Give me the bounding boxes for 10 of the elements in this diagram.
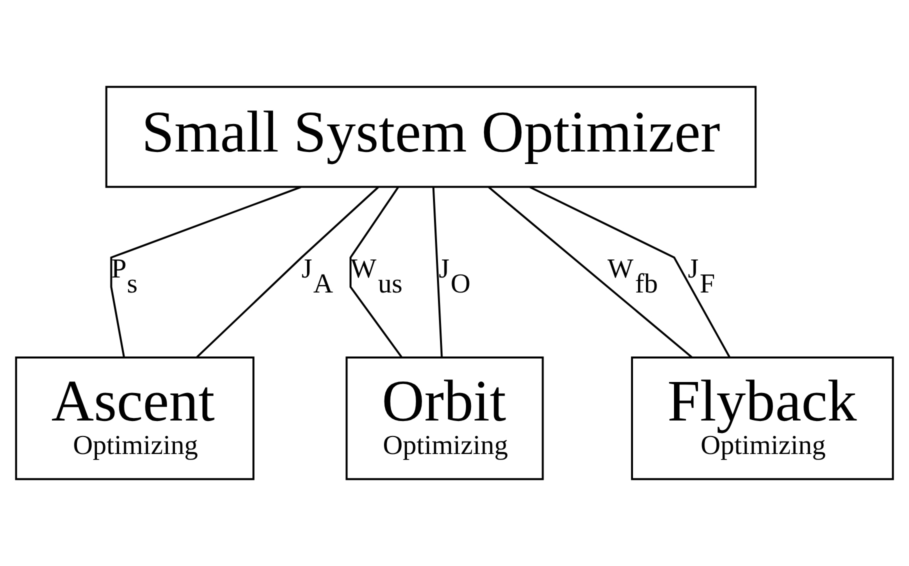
connector bbox=[432, 187, 443, 358]
connector bbox=[529, 186, 730, 358]
node-box: Small System Optimizer bbox=[105, 86, 757, 188]
node-box: Flyback Optimizing bbox=[631, 356, 894, 480]
node-box: Orbit Optimizing bbox=[346, 356, 544, 480]
node-box: Ascent Optimizing bbox=[15, 356, 254, 480]
connector bbox=[110, 186, 302, 358]
connector bbox=[350, 186, 402, 358]
connector bbox=[488, 186, 693, 358]
connector bbox=[196, 186, 379, 358]
